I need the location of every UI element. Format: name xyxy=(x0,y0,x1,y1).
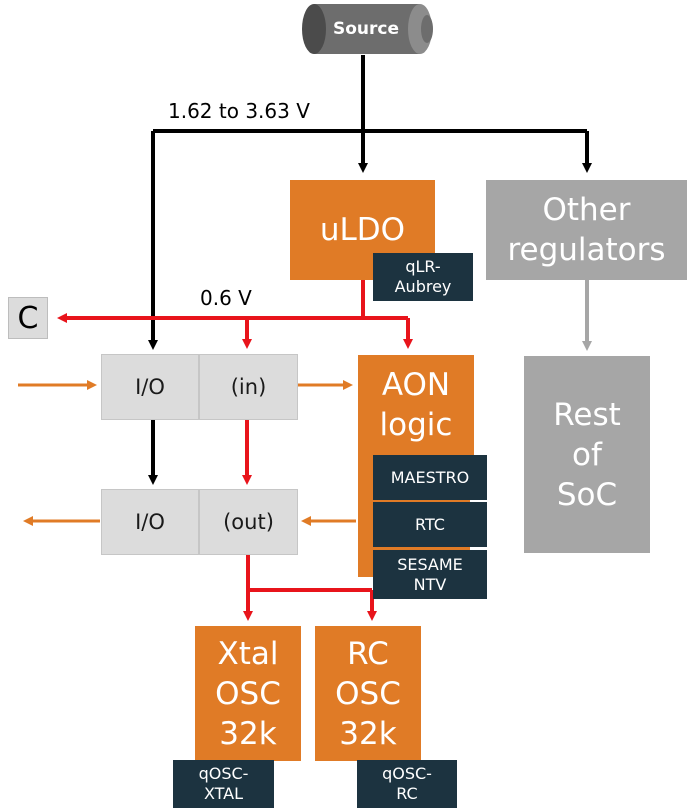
battery-icon xyxy=(302,4,433,54)
port-in-block: (in) xyxy=(199,354,298,420)
signal-wires xyxy=(18,380,356,526)
xtal-osc-tag: qOSC- XTAL xyxy=(173,760,274,808)
core-voltage-label: 0.6 V xyxy=(200,286,252,310)
supply-wires xyxy=(148,55,592,485)
rc-osc-block: RC OSC 32k xyxy=(315,626,421,761)
aon-module-rtc: RTC xyxy=(373,502,487,547)
other-regulators-block: Other regulators xyxy=(486,180,687,280)
aon-module-maestro: MAESTRO xyxy=(373,455,487,500)
rest-of-soc-block: Rest of SoC xyxy=(524,356,650,553)
module-divider xyxy=(470,500,487,502)
uldo-tag: qLR- Aubrey xyxy=(373,253,473,301)
xtal-osc-block: Xtal OSC 32k xyxy=(195,626,301,761)
io-out-block: I/O xyxy=(101,489,199,555)
supply-voltage-label: 1.62 to 3.63 V xyxy=(168,99,310,123)
source-label: Source xyxy=(332,19,400,39)
rc-osc-tag: qOSC- RC xyxy=(357,760,457,808)
core-wires xyxy=(57,280,413,621)
c-box: C xyxy=(8,297,48,339)
module-divider xyxy=(470,547,487,550)
aon-logic-label: AON logic xyxy=(379,367,453,443)
io-in-block: I/O xyxy=(101,354,199,420)
aon-module-sesame-ntv: SESAME NTV xyxy=(373,550,487,599)
port-out-block: (out) xyxy=(199,489,298,555)
